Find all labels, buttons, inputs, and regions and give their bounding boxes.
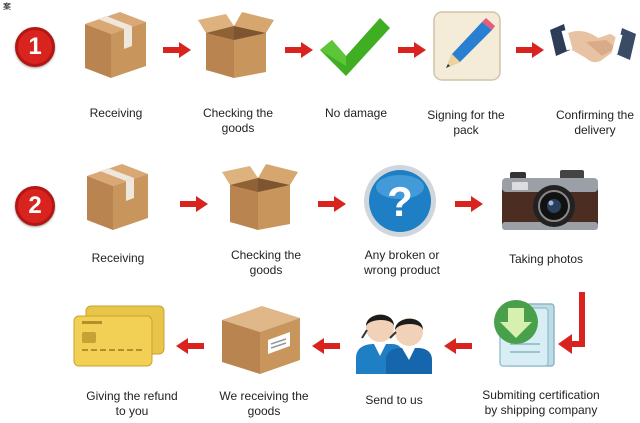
flow-2-step-7-label: We receiving the goods [219, 389, 309, 418]
checkmark-icon [320, 18, 390, 76]
flow-2-step-3-label: Any broken or wrong product [363, 248, 441, 277]
flow-2-arrow-5 [312, 338, 340, 354]
flow-1-arrow-3 [398, 42, 426, 58]
flow-1-step-3-label: No damage [324, 106, 388, 120]
flow-2-step-8-label: Giving the refund to you [86, 389, 178, 418]
flow-2-step-1-label: Receiving [91, 251, 145, 265]
credit-card-icon [73, 305, 165, 367]
flow-2-step-6-label: Send to us [365, 393, 423, 407]
flow-2-step-2-label: Checking the goods [230, 248, 302, 277]
flow-2-arrow-2 [318, 196, 346, 212]
closed-box-icon [85, 12, 146, 78]
flow-1-arrow-2 [285, 42, 313, 58]
flow-2-step-4-label: Taking photos [508, 252, 584, 266]
flow-1-step-5-label: Confirming the delivery [555, 108, 635, 137]
flow-1-badge: 1 [15, 27, 55, 67]
flow-2-step-5-label: Submiting certification by shipping comp… [482, 388, 600, 417]
flow-2-arrow-1 [180, 196, 208, 212]
svg-text:?: ? [387, 178, 413, 225]
flow-2-arrow-3 [455, 196, 483, 212]
support-agents-icon [356, 314, 432, 374]
received-box-icon [222, 306, 300, 374]
pencil-sign-icon [433, 11, 501, 81]
closed-box-icon [87, 164, 148, 230]
flow-2-arrow-4 [444, 338, 472, 354]
flow-2-turn-arrow [558, 292, 585, 354]
handshake-icon [550, 24, 636, 63]
flow-1-step-2-label: Checking the goods [202, 106, 274, 135]
corner-tag: 案 [3, 2, 11, 11]
flow-1-arrow-4 [516, 42, 544, 58]
camera-icon [502, 170, 598, 230]
certification-document-icon [494, 300, 555, 367]
open-box-icon [222, 164, 298, 230]
open-box-icon [198, 12, 274, 78]
flow-1-step-4-label: Signing for the pack [427, 108, 505, 137]
flow-1-step-1-label: Receiving [89, 106, 143, 120]
flow-1-arrow-1 [163, 42, 191, 58]
flow-2-arrow-6 [176, 338, 204, 354]
flow-2-badge: 2 [15, 186, 55, 226]
question-icon: ? [364, 165, 436, 237]
